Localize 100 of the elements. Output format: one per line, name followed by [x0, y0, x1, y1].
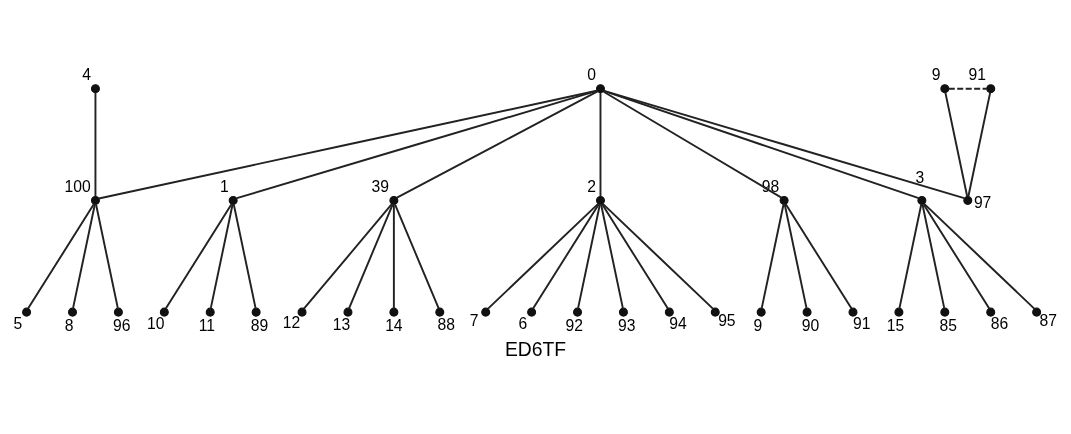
node-label: 9 — [753, 316, 763, 334]
connector — [348, 202, 394, 309]
node-label: 86 — [990, 314, 1009, 332]
connector — [760, 202, 785, 309]
node-circle — [664, 307, 674, 317]
connector — [600, 202, 624, 309]
node-circle — [22, 307, 32, 317]
node-circle — [389, 195, 399, 205]
node-label: 87 — [1039, 311, 1057, 329]
connector — [97, 89, 598, 199]
node-circle — [1032, 307, 1042, 317]
node-circle — [963, 195, 973, 205]
connector — [72, 202, 96, 309]
connector — [967, 91, 992, 197]
node-circle — [917, 195, 927, 205]
node-circle — [90, 195, 100, 205]
connector — [396, 89, 599, 198]
node-circle — [756, 307, 766, 317]
connector — [577, 202, 601, 309]
node-circle — [848, 307, 858, 317]
node-circle — [940, 307, 950, 317]
connector — [599, 91, 602, 197]
node-circle — [986, 307, 996, 317]
connector — [921, 202, 946, 309]
connector — [94, 91, 97, 197]
node-circle — [573, 307, 583, 317]
node-label: 11 — [198, 316, 216, 334]
node-circle — [595, 195, 605, 205]
connector — [487, 202, 600, 310]
connector — [209, 202, 234, 309]
connector — [601, 202, 669, 309]
node-circle — [481, 307, 491, 317]
connector — [27, 202, 95, 309]
connector — [898, 202, 923, 309]
connector — [602, 90, 783, 199]
connector — [783, 202, 808, 309]
node-label: 91 — [852, 314, 871, 332]
connector — [232, 202, 257, 309]
node-label: 4 — [82, 65, 92, 83]
node-label: 8 — [64, 316, 74, 334]
node-circle — [67, 307, 77, 317]
node-label: 10 — [146, 314, 165, 332]
node-label: 1 — [220, 177, 229, 195]
connector — [944, 91, 969, 197]
node-label: 88 — [437, 315, 455, 333]
node-circle — [802, 307, 812, 317]
node-label: 95 — [718, 311, 736, 329]
caption: ED6TF — [504, 338, 567, 360]
node-label: 91 — [968, 65, 986, 83]
connector — [392, 203, 395, 309]
node-circle — [527, 307, 537, 317]
node-label: 12 — [282, 313, 301, 331]
connector — [165, 202, 233, 309]
node-label: 15 — [886, 316, 905, 334]
node-label: 92 — [565, 316, 583, 334]
node-label: 7 — [469, 311, 479, 329]
node-circle — [779, 195, 789, 205]
node-label: 93 — [618, 316, 636, 334]
connector — [303, 202, 393, 310]
node-label: 6 — [518, 314, 528, 332]
connector — [601, 202, 714, 310]
node-circle — [228, 195, 238, 205]
node-circle — [251, 307, 261, 317]
connector — [947, 87, 988, 90]
node-label: 89 — [250, 316, 269, 334]
node-circle — [986, 83, 996, 93]
node-circle — [343, 307, 353, 317]
node-circle — [113, 307, 123, 317]
node-label: 100 — [64, 177, 91, 195]
node-label: 0 — [587, 65, 597, 83]
node-label: 90 — [801, 316, 820, 334]
node-circle — [90, 83, 100, 93]
node-circle — [940, 83, 950, 93]
node-label: 2 — [587, 177, 597, 195]
node-label: 98 — [761, 177, 780, 195]
connector — [394, 202, 440, 309]
node-label: 39 — [371, 177, 390, 195]
node-circle — [710, 307, 720, 317]
node-label: 13 — [332, 315, 351, 333]
node-circle — [595, 83, 605, 93]
node-circle — [894, 307, 904, 317]
node-label: 14 — [385, 316, 403, 334]
node-label: 3 — [915, 168, 925, 186]
node-label: 94 — [669, 314, 687, 332]
connector — [923, 202, 1036, 310]
node-label: 9 — [931, 65, 941, 83]
node-label: 85 — [939, 316, 957, 334]
node-label: 97 — [973, 193, 992, 211]
node-circle — [159, 307, 169, 317]
node-circle — [435, 307, 445, 317]
node-label: 96 — [113, 316, 131, 334]
connector — [235, 89, 598, 199]
node-circle — [618, 307, 628, 317]
connector — [784, 202, 853, 309]
node-label: 5 — [13, 314, 23, 332]
node-circle — [297, 307, 307, 317]
connector — [922, 202, 991, 309]
connector — [95, 202, 119, 309]
node-circle — [205, 307, 215, 317]
connector — [532, 202, 600, 309]
